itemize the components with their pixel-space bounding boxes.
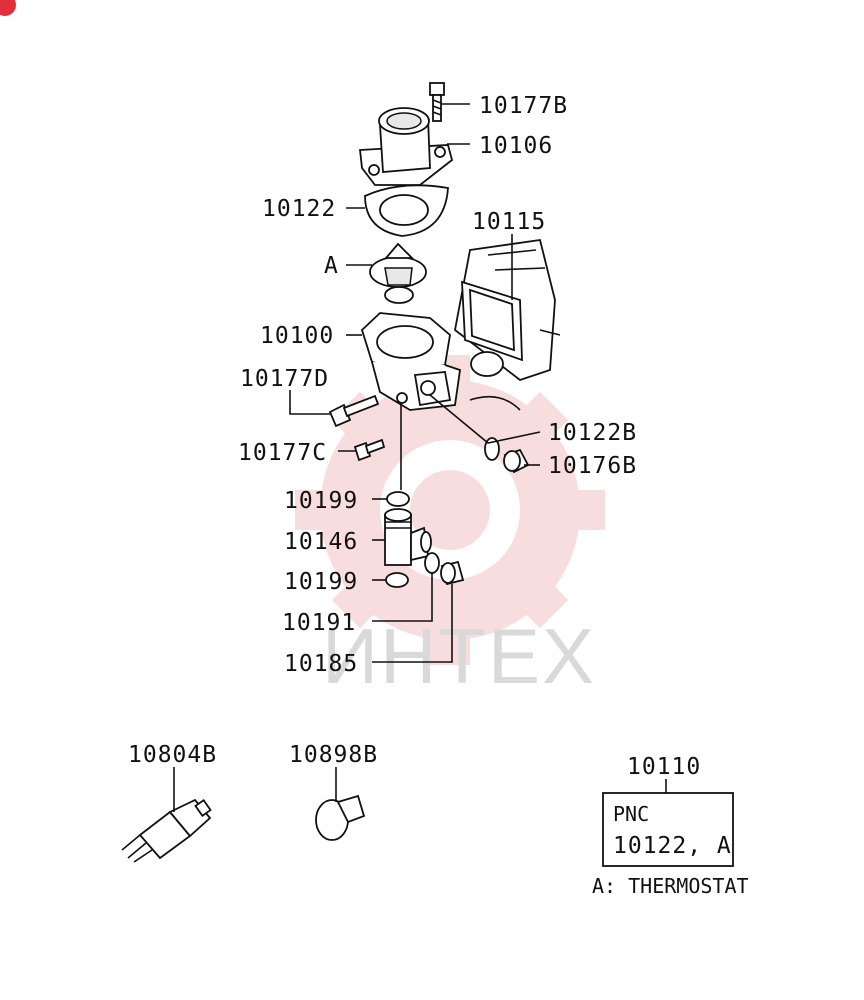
union-10146 (384, 508, 432, 566)
callout-10122: 10122 (262, 196, 336, 222)
bolt-10177d (328, 394, 380, 428)
legend-thermostat: A: THERMOSTAT (592, 874, 749, 898)
callout-10177d: 10177D (240, 366, 329, 392)
oring-10199-upper (386, 491, 410, 507)
corner-badge (0, 0, 16, 16)
plug-10176b (503, 448, 530, 474)
watermark-text: ИНТЕХ (322, 612, 596, 700)
callout-10122b: 10122B (548, 420, 637, 446)
callout-a: A (324, 253, 339, 279)
pnc-value: 10122, A (613, 833, 732, 859)
plug-10185 (440, 560, 465, 586)
bolt-10177b (429, 82, 445, 122)
callout-10110: 10110 (627, 754, 701, 780)
oring-10199-lower (385, 572, 409, 588)
callout-10898b: 10898B (289, 742, 378, 768)
leader-lines (173, 103, 667, 812)
bolt-10177c (353, 438, 386, 462)
callout-10804b: 10804B (128, 742, 217, 768)
callout-10177b: 10177B (479, 93, 568, 119)
callout-10191: 10191 (282, 610, 356, 636)
callout-10146: 10146 (284, 529, 358, 555)
callout-10177c: 10177C (238, 440, 327, 466)
gasket-10122 (364, 184, 449, 237)
plug-10898b (315, 794, 366, 841)
engine-block (454, 238, 561, 411)
washer-10191 (424, 552, 440, 574)
callout-10106: 10106 (479, 133, 553, 159)
water-outlet-10106 (359, 107, 454, 186)
callout-10176b: 10176B (548, 453, 637, 479)
thermostat-case-10100 (360, 312, 461, 411)
sender-10804b (121, 798, 212, 863)
callout-10185: 10185 (284, 651, 358, 677)
callout-10199-upper: 10199 (284, 488, 358, 514)
callout-10199-lower: 10199 (284, 569, 358, 595)
pnc-box: PNC 10122, A (602, 792, 734, 867)
callout-10115: 10115 (472, 209, 546, 235)
callout-10100: 10100 (260, 323, 334, 349)
thermostat-a (369, 242, 427, 304)
pnc-label: PNC (613, 802, 649, 826)
